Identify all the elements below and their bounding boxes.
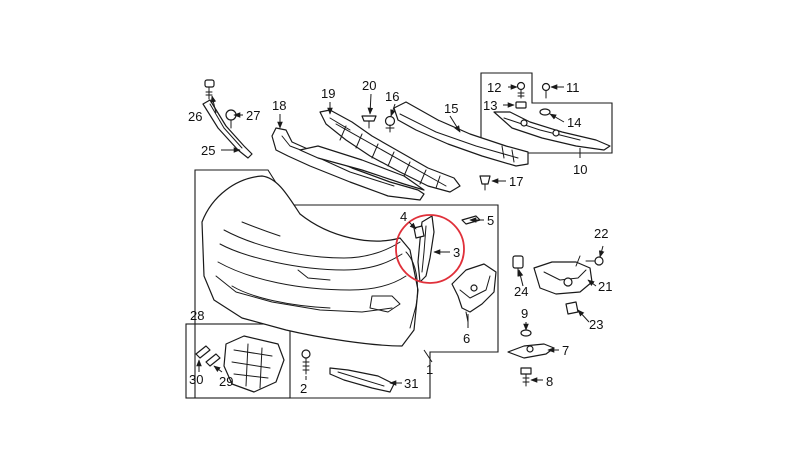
part-29-license-bracket	[223, 335, 285, 393]
callout-29: 29	[219, 374, 233, 389]
callout-19: 19	[321, 86, 335, 101]
callout-27: 27	[246, 108, 260, 123]
callout-8: 8	[546, 374, 553, 389]
callout-31: 31	[404, 376, 418, 391]
part-30-fasteners	[195, 345, 221, 367]
part-14-washer	[539, 108, 551, 116]
callout-28: 28	[190, 308, 204, 323]
part-12-bolt	[516, 81, 526, 99]
callout-16: 16	[385, 89, 399, 104]
callout-26: 26	[188, 109, 202, 124]
callout-3: 3	[453, 245, 460, 260]
part-2-screw	[301, 349, 311, 375]
callout-17: 17	[509, 174, 523, 189]
callout-30: 30	[189, 372, 203, 387]
part-3-highlight-circle	[395, 214, 465, 284]
callout-6: 6	[463, 331, 470, 346]
callout-1: 1	[426, 362, 433, 377]
callout-25: 25	[201, 143, 215, 158]
part-31-lower-strip	[329, 367, 395, 393]
part-14-bracket-plate	[493, 111, 611, 151]
callout-18: 18	[272, 98, 286, 113]
part-18-upper-absorber	[271, 127, 425, 201]
license-bracket-group-frame	[185, 323, 291, 399]
callout-2: 2	[300, 381, 307, 396]
callout-20: 20	[362, 78, 376, 93]
callout-24: 24	[514, 284, 528, 299]
part-16-clip	[384, 115, 396, 133]
part-23-clip	[565, 301, 579, 315]
callout-22: 22	[594, 226, 608, 241]
callout-labels: 1 2 3 4 5 6 7 8 9 10 11 12 13 14 15 16 1…	[188, 78, 612, 396]
leader-lines	[196, 84, 605, 386]
callout-21: 21	[598, 279, 612, 294]
part-9-washer	[520, 329, 532, 337]
part-11-bolt	[541, 82, 551, 99]
part-8-bolt	[520, 367, 532, 387]
callout-13: 13	[483, 98, 497, 113]
part-13-nut	[515, 101, 527, 109]
part-27-clip	[225, 109, 237, 129]
callout-10: 10	[573, 162, 587, 177]
part-4-clip	[413, 225, 425, 239]
callout-11: 11	[566, 80, 580, 95]
part-15-impact-bar	[393, 101, 529, 167]
part-7-lower-bracket	[507, 343, 555, 359]
callout-12: 12	[487, 80, 501, 95]
callout-9: 9	[521, 306, 528, 321]
part-19-absorber-bracket	[319, 109, 461, 193]
callout-15: 15	[444, 101, 458, 116]
part-22-bolt	[585, 256, 604, 266]
part-26-pushpin	[204, 79, 215, 100]
part-21-lamp-bracket	[533, 255, 593, 295]
callout-23: 23	[589, 317, 603, 332]
part-6-side-bracket	[451, 263, 497, 323]
part-1-bumper-fascia	[201, 175, 419, 347]
callout-5: 5	[487, 213, 494, 228]
callout-14: 14	[567, 115, 581, 130]
part-17-bolt	[479, 175, 491, 191]
callout-4: 4	[400, 209, 407, 224]
callout-7: 7	[562, 343, 569, 358]
part-24-fastener	[512, 255, 524, 277]
part-20-pushpin	[361, 115, 377, 129]
